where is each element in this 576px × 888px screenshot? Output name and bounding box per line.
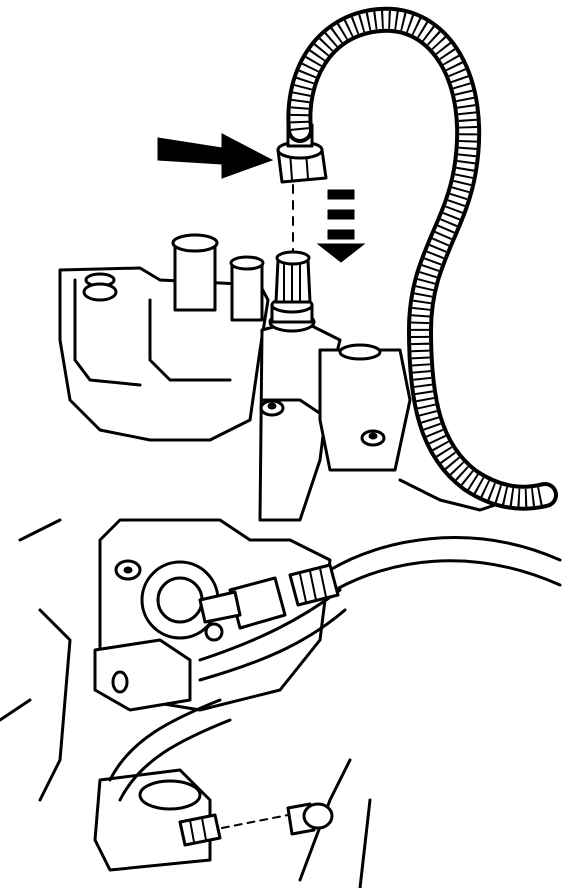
tube-fitting — [288, 563, 340, 607]
pointer-arrow — [157, 133, 274, 179]
fuel-line — [108, 536, 562, 802]
direction-arrow — [316, 189, 366, 263]
bolt — [360, 429, 386, 447]
lower-connector — [178, 802, 334, 847]
bolt — [259, 399, 285, 417]
sensor-harness-hose — [286, 6, 558, 511]
tube-fitting — [198, 576, 287, 642]
sensor-fitting — [268, 250, 316, 333]
